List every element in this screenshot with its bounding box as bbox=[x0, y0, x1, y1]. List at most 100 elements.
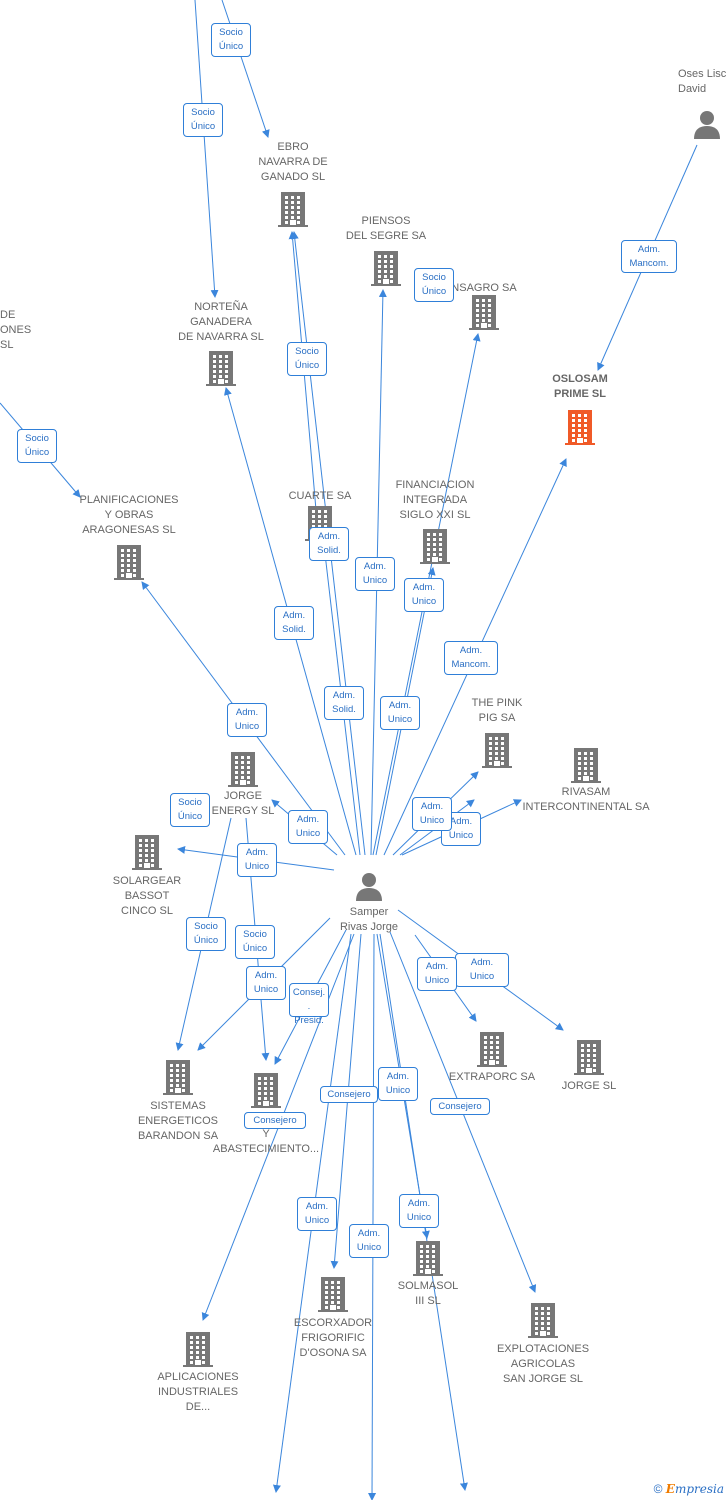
edge-label: Adm. Mancom. bbox=[621, 240, 677, 273]
edge-label: Adm. Solid. bbox=[309, 527, 349, 561]
edge-label: Socio Único bbox=[17, 429, 57, 463]
node-label: SOLARGEAR BASSOT CINCO SL bbox=[112, 874, 182, 917]
building-icon[interactable] bbox=[251, 1071, 281, 1114]
node-aplicaciones[interactable]: APLICACIONES INDUSTRIALES DE... bbox=[128, 1370, 268, 1415]
node-label: APLICACIONES INDUSTRIALES DE... bbox=[157, 1370, 239, 1413]
node-pinkpig[interactable]: THE PINK PIG SA bbox=[427, 696, 567, 726]
node-cuarte[interactable]: CUARTE SA bbox=[250, 489, 390, 504]
node-label: PIENSOS DEL SEGRE SA bbox=[345, 215, 427, 242]
edge-label: Adm. Unico bbox=[288, 810, 328, 844]
building-icon[interactable] bbox=[228, 750, 258, 793]
node-escorxador[interactable]: ESCORXADOR FRIGORIFIC D'OSONA SA bbox=[263, 1316, 403, 1361]
building-icon[interactable] bbox=[114, 543, 144, 586]
building-icon[interactable] bbox=[132, 833, 162, 876]
edge-label: Adm. Unico bbox=[412, 797, 452, 831]
person-icon[interactable] bbox=[692, 109, 722, 144]
node-samper[interactable]: Samper Rivas Jorge bbox=[299, 905, 439, 935]
edge-label: Adm. Solid. bbox=[274, 606, 314, 640]
node-label: RIVASAM INTERCONTINENTAL SA bbox=[522, 786, 650, 813]
edge-label: Adm. Unico bbox=[349, 1224, 389, 1258]
node-label: PLANIFICACIONES Y OBRAS ARAGONESAS SL bbox=[79, 493, 179, 536]
node-extraporc[interactable]: EXTRAPORC SA bbox=[422, 1070, 562, 1085]
node-label: EBRO NAVARRA DE GANADO SL bbox=[258, 140, 328, 183]
node-solargear[interactable]: SOLARGEAR BASSOT CINCO SL bbox=[77, 874, 217, 919]
node-label: FINANCIACION INTEGRADA SIGLO XXI SL bbox=[395, 478, 475, 521]
node-label: SOLMASOL III SL bbox=[397, 1280, 459, 1307]
building-icon[interactable] bbox=[183, 1330, 213, 1373]
node-rivasam[interactable]: RIVASAM INTERCONTINENTAL SA bbox=[516, 785, 656, 815]
building-icon[interactable] bbox=[571, 746, 601, 789]
edge-label: Adm. Mancom. bbox=[444, 641, 498, 675]
person-icon[interactable] bbox=[354, 871, 384, 906]
building-icon[interactable] bbox=[482, 731, 512, 774]
edge-1 bbox=[221, 0, 270, 138]
node-label: Oses Lisc David bbox=[678, 68, 727, 95]
node-sistemas[interactable]: SISTEMAS ENERGETICOS BARANDON SA bbox=[108, 1099, 248, 1144]
edge-label: Socio Único bbox=[235, 925, 275, 959]
node-label: THE PINK PIG SA bbox=[471, 697, 523, 724]
edge-label: Adm. Unico bbox=[227, 703, 267, 737]
edge-label: Socio Único bbox=[183, 103, 223, 137]
node-label: DE ONES SL bbox=[0, 308, 32, 351]
building-icon[interactable] bbox=[413, 1239, 443, 1282]
node-de_ones[interactable]: DE ONES SL bbox=[0, 308, 32, 353]
node-label: ESCORXADOR FRIGORIFIC D'OSONA SA bbox=[293, 1316, 373, 1359]
edge-label: Adm. Unico bbox=[404, 578, 444, 612]
edge-label: Adm. Solid. bbox=[324, 686, 364, 720]
node-nsagro[interactable]: NSAGRO SA bbox=[414, 281, 554, 296]
node-label: SISTEMAS ENERGETICOS BARANDON SA bbox=[137, 1099, 219, 1142]
node-jorgeen[interactable]: JORGE ENERGY SL bbox=[173, 789, 313, 819]
building-icon[interactable] bbox=[528, 1301, 558, 1344]
node-label: JORGE SL bbox=[561, 1079, 617, 1092]
edge-label: Socio Único bbox=[414, 268, 454, 302]
node-label: OSLOSAM PRIME SL bbox=[552, 373, 608, 400]
edge-label: Adm. Unico bbox=[417, 957, 457, 991]
brand-initial: E bbox=[665, 1482, 675, 1496]
brand-name: mpresia bbox=[674, 1482, 724, 1496]
building-icon[interactable] bbox=[163, 1058, 193, 1101]
node-financ[interactable]: FINANCIACION INTEGRADA SIGLO XXI SL bbox=[365, 478, 505, 523]
node-label: Samper Rivas Jorge bbox=[339, 906, 399, 933]
node-label: JORGE ENERGY SL bbox=[211, 790, 275, 817]
edge-label: Socio Único bbox=[287, 342, 327, 376]
edge-label: Consejero bbox=[320, 1086, 378, 1103]
building-icon[interactable] bbox=[574, 1038, 604, 1081]
node-solmasol[interactable]: SOLMASOL III SL bbox=[358, 1279, 498, 1309]
copyright-symbol: © bbox=[653, 1482, 663, 1496]
edge-0 bbox=[194, 0, 219, 298]
building-icon[interactable] bbox=[565, 408, 595, 451]
building-icon[interactable] bbox=[278, 190, 308, 233]
edge-28 bbox=[368, 933, 377, 1500]
node-ebro[interactable]: EBRO NAVARRA DE GANADO SL bbox=[223, 140, 363, 185]
edge-label: Consejero bbox=[430, 1098, 490, 1115]
building-icon[interactable] bbox=[318, 1275, 348, 1318]
edge-label: Socio Único bbox=[186, 917, 226, 951]
node-label: NSAGRO SA bbox=[451, 281, 517, 294]
edge-label: Socio Único bbox=[211, 23, 251, 57]
node-nortena[interactable]: NORTEÑA GANADERA DE NAVARRA SL bbox=[151, 300, 291, 345]
edge-label: Consejero bbox=[244, 1112, 306, 1129]
building-icon[interactable] bbox=[420, 527, 450, 570]
node-jorgesl[interactable]: JORGE SL bbox=[519, 1079, 659, 1094]
empresia-footer[interactable]: © Empresia bbox=[654, 1482, 724, 1496]
edge-label: Adm. Unico bbox=[380, 696, 420, 730]
building-icon[interactable] bbox=[206, 349, 236, 392]
edge-label: Adm. Unico bbox=[399, 1194, 439, 1228]
building-icon[interactable] bbox=[371, 249, 401, 292]
building-icon[interactable] bbox=[477, 1030, 507, 1073]
node-label: EXTRAPORC SA bbox=[448, 1070, 536, 1083]
node-oses[interactable]: Oses Lisc David bbox=[678, 67, 728, 97]
node-planif[interactable]: PLANIFICACIONES Y OBRAS ARAGONESAS SL bbox=[59, 493, 199, 538]
node-piensos[interactable]: PIENSOS DEL SEGRE SA bbox=[316, 214, 456, 244]
node-label: CUARTE SA bbox=[288, 489, 352, 502]
building-icon[interactable] bbox=[469, 293, 499, 336]
node-explot[interactable]: EXPLOTACIONES AGRICOLAS SAN JORGE SL bbox=[473, 1342, 613, 1387]
node-oslosam[interactable]: OSLOSAM PRIME SL bbox=[510, 372, 650, 402]
edge-label: Adm. Unico bbox=[297, 1197, 337, 1231]
edge-label: Adm. Unico bbox=[355, 557, 395, 591]
edge-label: Adm. Unico bbox=[246, 966, 286, 1000]
edge-label: Consej. . Presid. bbox=[289, 983, 329, 1026]
node-label: EXPLOTACIONES AGRICOLAS SAN JORGE SL bbox=[496, 1342, 590, 1385]
edge-label: Adm. Unico bbox=[455, 953, 509, 987]
node-label: NORTEÑA GANADERA DE NAVARRA SL bbox=[178, 300, 264, 343]
